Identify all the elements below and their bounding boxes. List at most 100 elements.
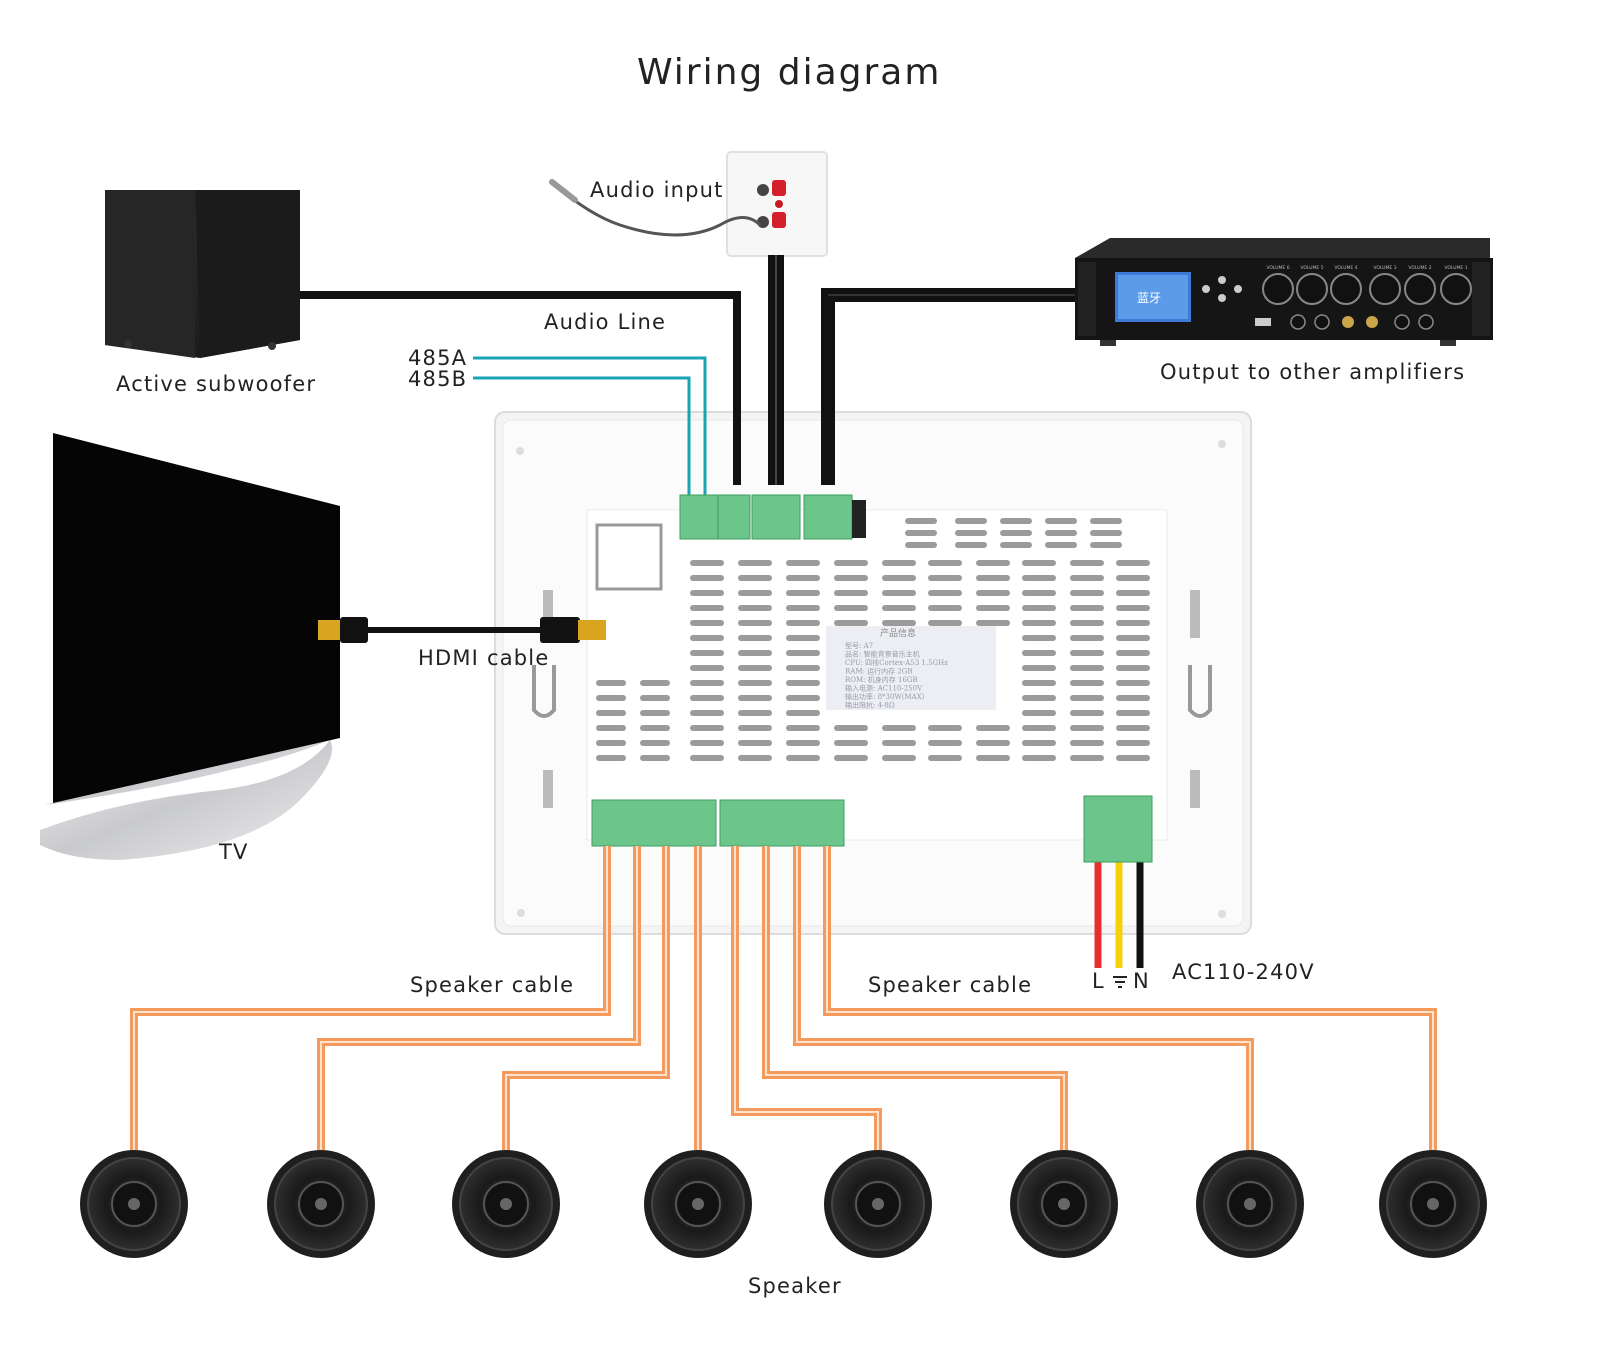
vent-slot [976,560,1010,566]
vent-slot [786,605,820,611]
vent-slot [1116,575,1150,581]
vent-slot [1022,725,1056,731]
vent-slot [640,740,670,746]
vent-slot [1022,665,1056,671]
vent-slot [596,695,626,701]
vent-slot [690,590,724,596]
vent-slot [786,560,820,566]
vent-slot [1022,635,1056,641]
vent-slot [786,620,820,626]
vent-slot [1070,575,1104,581]
speaker-cable-label-right: Speaker cable [868,973,1033,997]
speaker-cable-label-left: Speaker cable [410,973,575,997]
vent-slot [928,740,962,746]
amplifier-knob-label: VOLUME 6 [1266,265,1289,271]
diagram-title: Wiring diagram [637,52,942,93]
vent-slot [928,605,962,611]
vent-slot [1070,680,1104,686]
ceiling-speaker [267,1150,375,1258]
ceiling-speaker [644,1150,752,1258]
vent-slot [786,755,820,761]
vent-slot [738,725,772,731]
vent-slot [928,725,962,731]
vent-slot [1070,560,1104,566]
vent-slot [690,560,724,566]
earth-symbol [1113,976,1127,988]
vent-slot [955,542,987,548]
amplifier-knob-label: VOLUME 1 [1444,265,1467,271]
speakers [80,1150,1487,1258]
vent-slot [1070,650,1104,656]
vent-slot [905,542,937,548]
speaker-tweeter [315,1198,327,1210]
vent-slot [690,605,724,611]
vent-slot [596,725,626,731]
vent-slot [1070,635,1104,641]
speaker-tweeter [692,1198,704,1210]
vent-slot [882,620,916,626]
vent-slot [786,695,820,701]
vent-slot [1070,695,1104,701]
ceiling-speaker [1196,1150,1304,1258]
power-n-label: N [1133,969,1150,993]
vent-slot [1070,590,1104,596]
speaker-tweeter [1427,1198,1439,1210]
vent-slot [976,605,1010,611]
vent-slot [690,575,724,581]
vent-slot [1022,560,1056,566]
vent-slot [786,665,820,671]
vent-slot [1022,740,1056,746]
vent-slot [928,755,962,761]
vent-slot [1116,740,1150,746]
vent-slot [1022,590,1056,596]
product-label-line: 型号: A7 [845,641,873,650]
vent-slot [1090,542,1122,548]
vent-slot [1116,725,1150,731]
audio-line-label: Audio Line [544,310,667,334]
vent-slot [738,665,772,671]
vent-slot [1116,620,1150,626]
vent-slot [738,650,772,656]
vent-slot [882,740,916,746]
vent-slot [1022,605,1056,611]
vent-slot [1022,680,1056,686]
vent-slot [690,725,724,731]
vent-slot [928,620,962,626]
vent-slot [1116,560,1150,566]
vent-slot [1000,542,1032,548]
audio-jack-cable [549,179,762,237]
vent-slot [882,575,916,581]
vent-slot [596,710,626,716]
vent-slot [738,605,772,611]
vent-slot [1070,725,1104,731]
vent-slot [882,560,916,566]
vent-slot [1070,665,1104,671]
vent-slot [928,575,962,581]
vent-slot [1070,710,1104,716]
vent-slot [905,518,937,524]
vent-slot [976,725,1010,731]
speaker-tweeter [872,1198,884,1210]
vent-slot [786,740,820,746]
vent-slot [640,695,670,701]
product-label-heading: 产品信息 [880,627,916,639]
vent-slot [976,620,1010,626]
vent-slot [882,590,916,596]
vent-slot [1000,530,1032,536]
ceiling-speaker [80,1150,188,1258]
vent-slot [882,755,916,761]
vent-slot [1022,620,1056,626]
speaker-label: Speaker [748,1274,842,1298]
amplifier-knob-label: VOLUME 3 [1373,265,1396,271]
vent-slot [1022,650,1056,656]
amplifier-screen-text: 蓝牙 [1137,291,1161,305]
vent-slot [834,755,868,761]
speaker-wire-highlight [320,846,638,1150]
hdmi-cable-label: HDMI cable [418,646,550,670]
vent-slot [834,575,868,581]
vent-slot [786,575,820,581]
vent-slot [690,710,724,716]
vent-slot [640,755,670,761]
audio-input-label: Audio input [590,178,724,202]
vent-slot [786,680,820,686]
